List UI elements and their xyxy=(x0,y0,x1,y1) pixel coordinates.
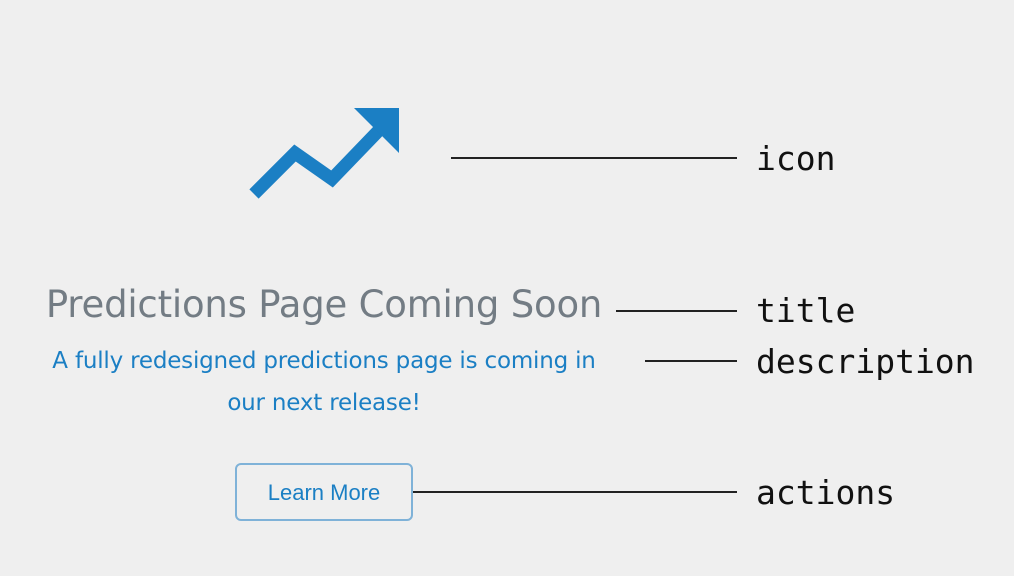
icon-annotation-label: icon xyxy=(756,139,836,178)
icon-connector xyxy=(451,157,737,159)
title-annotation-label: title xyxy=(756,291,856,330)
title-connector xyxy=(616,310,737,312)
empty-state-title: Predictions Page Coming Soon xyxy=(45,283,603,326)
empty-state-description: A fully redesigned predictions page is c… xyxy=(0,340,648,424)
description-connector xyxy=(645,360,737,362)
actions-connector xyxy=(413,491,737,493)
learn-more-button[interactable]: Learn More xyxy=(235,463,413,521)
actions-annotation-label: actions xyxy=(756,473,896,512)
description-line-1: A fully redesigned predictions page is c… xyxy=(52,348,596,374)
description-annotation-label: description xyxy=(756,342,975,381)
empty-state: Predictions Page Coming Soon A fully red… xyxy=(0,106,648,521)
description-line-2: our next release! xyxy=(227,390,421,416)
trending-up-icon xyxy=(244,106,404,202)
